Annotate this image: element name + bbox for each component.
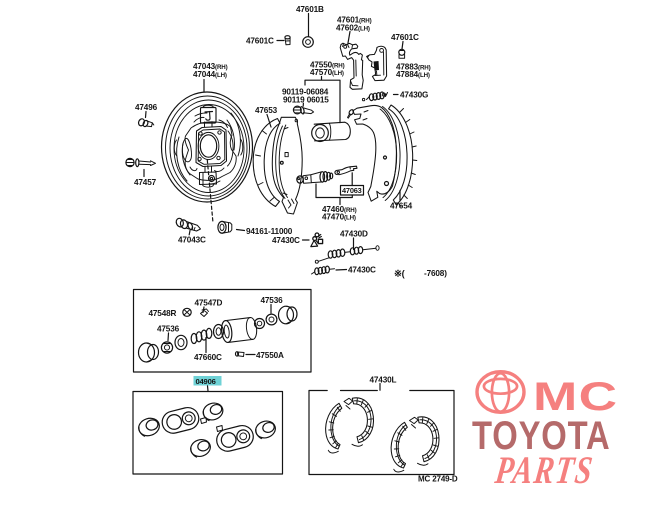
svg-text:94161-11000: 94161-11000 [246, 227, 293, 236]
svg-text:47496: 47496 [135, 103, 158, 112]
svg-text:47044(LH): 47044(LH) [193, 70, 227, 79]
svg-text:47460(RH): 47460(RH) [322, 205, 357, 214]
svg-text:47601C: 47601C [246, 37, 274, 46]
svg-text:47548R: 47548R [149, 309, 177, 318]
svg-text:47430D: 47430D [340, 230, 368, 239]
svg-text:47547D: 47547D [195, 299, 223, 308]
svg-text:47654: 47654 [390, 202, 413, 211]
svg-text:47601C: 47601C [391, 33, 419, 42]
svg-text:47601B: 47601B [296, 5, 324, 14]
svg-text:MC: MC [533, 373, 618, 418]
svg-text:47883(RH): 47883(RH) [396, 63, 431, 72]
svg-text:47536: 47536 [157, 325, 180, 334]
svg-text:47602(LH): 47602(LH) [336, 24, 370, 33]
svg-text:47601(RH): 47601(RH) [337, 16, 372, 25]
svg-text:47430C: 47430C [348, 266, 376, 275]
svg-text:-7608): -7608) [424, 269, 447, 278]
svg-text:TOYOTA: TOYOTA [472, 413, 611, 458]
svg-text:MC 2749-D: MC 2749-D [418, 475, 458, 484]
svg-text:47430L: 47430L [370, 376, 397, 385]
svg-text:04906: 04906 [196, 377, 216, 386]
svg-text:※(: ※( [394, 269, 406, 279]
svg-text:47430G: 47430G [400, 91, 428, 100]
svg-text:47430C: 47430C [272, 236, 300, 245]
svg-text:47063: 47063 [342, 186, 362, 195]
svg-text:47043(RH): 47043(RH) [193, 62, 228, 71]
svg-text:47550A: 47550A [256, 351, 284, 360]
svg-text:PARTS: PARTS [492, 448, 596, 492]
svg-text:47550(RH): 47550(RH) [310, 61, 345, 70]
svg-text:47653: 47653 [255, 106, 278, 115]
svg-text:47660C: 47660C [194, 353, 222, 362]
svg-text:47884(LH): 47884(LH) [396, 70, 430, 79]
svg-text:47457: 47457 [134, 178, 157, 187]
svg-text:47570(LH): 47570(LH) [310, 68, 344, 77]
svg-text:47043C: 47043C [178, 236, 206, 245]
svg-text:47536: 47536 [261, 296, 284, 305]
svg-text:90119 06015: 90119 06015 [283, 95, 329, 104]
svg-text:90119-06084: 90119-06084 [282, 88, 329, 97]
svg-text:47470(LH): 47470(LH) [322, 213, 356, 222]
